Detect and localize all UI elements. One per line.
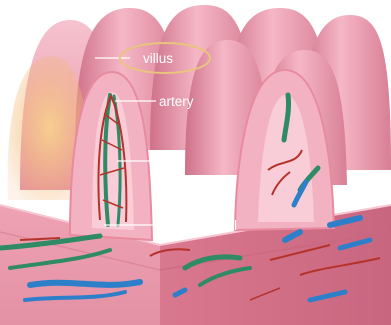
artery-label: artery	[159, 94, 194, 109]
vein-label: vein	[159, 154, 184, 169]
lymph-vessel-label: lymph vessel	[159, 218, 237, 233]
villus-label: villus	[143, 51, 173, 66]
